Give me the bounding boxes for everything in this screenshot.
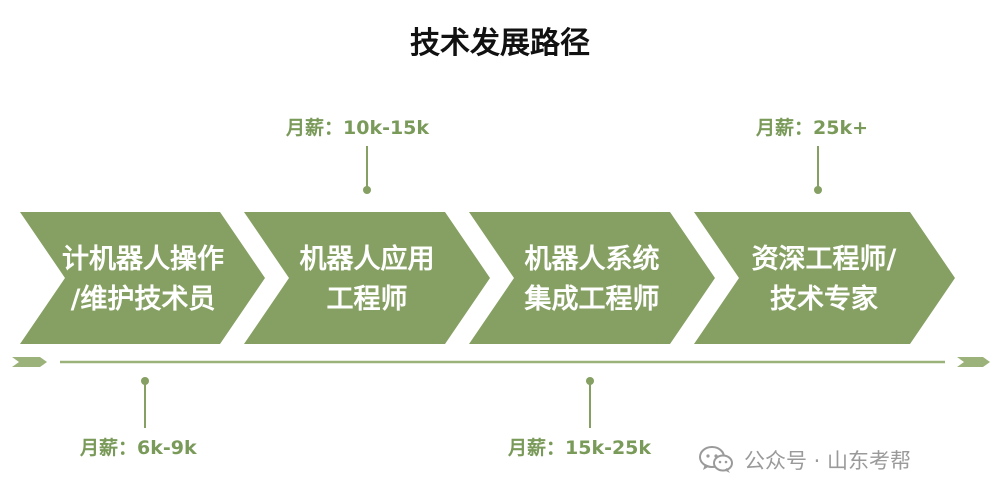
salary-4-dot [814,186,822,194]
step-1-label: 计机器人操作 /维护技术员 [42,232,244,328]
salary-1-label: 月薪：6k-9k [80,437,197,459]
step-2-line2: 工程师 [326,284,408,315]
salary-1-dot [141,377,149,385]
step-2-line1: 机器人应用 [299,244,435,275]
step-4-label: 资深工程师/ 技术专家 [716,232,932,328]
step-2-chevron [244,212,490,344]
diagram-title: 技术发展路径 [410,26,590,61]
wechat-icon [699,446,733,473]
salary-4-label: 月薪：25k+ [756,117,868,139]
step-1-line1: 计机器人操作 [62,244,224,275]
timeline-start-arrow [12,357,47,367]
step-2-label: 机器人应用 工程师 [266,232,468,328]
timeline-end-arrow [957,357,990,367]
step-3-line2: 集成工程师 [524,284,660,315]
step-1-line2: /维护技术员 [70,284,216,315]
watermark: 公众号 · 山东考帮 [698,443,911,477]
step-3-label: 机器人系统 集成工程师 [491,232,693,328]
step-4-chevron [694,212,955,344]
salary-2-label: 月薪：10k-15k [286,117,430,139]
salary-2-dot [363,186,371,194]
salary-3-dot [586,377,594,385]
salary-3-label: 月薪：15k-25k [508,437,652,459]
step-4-line2: 技术专家 [770,284,878,315]
step-4-line1: 资深工程师/ [751,244,897,275]
step-1-chevron [20,212,265,344]
watermark-text: 公众号 · 山东考帮 [744,449,912,473]
step-3-line1: 机器人系统 [524,244,660,275]
step-3-chevron [469,212,715,344]
